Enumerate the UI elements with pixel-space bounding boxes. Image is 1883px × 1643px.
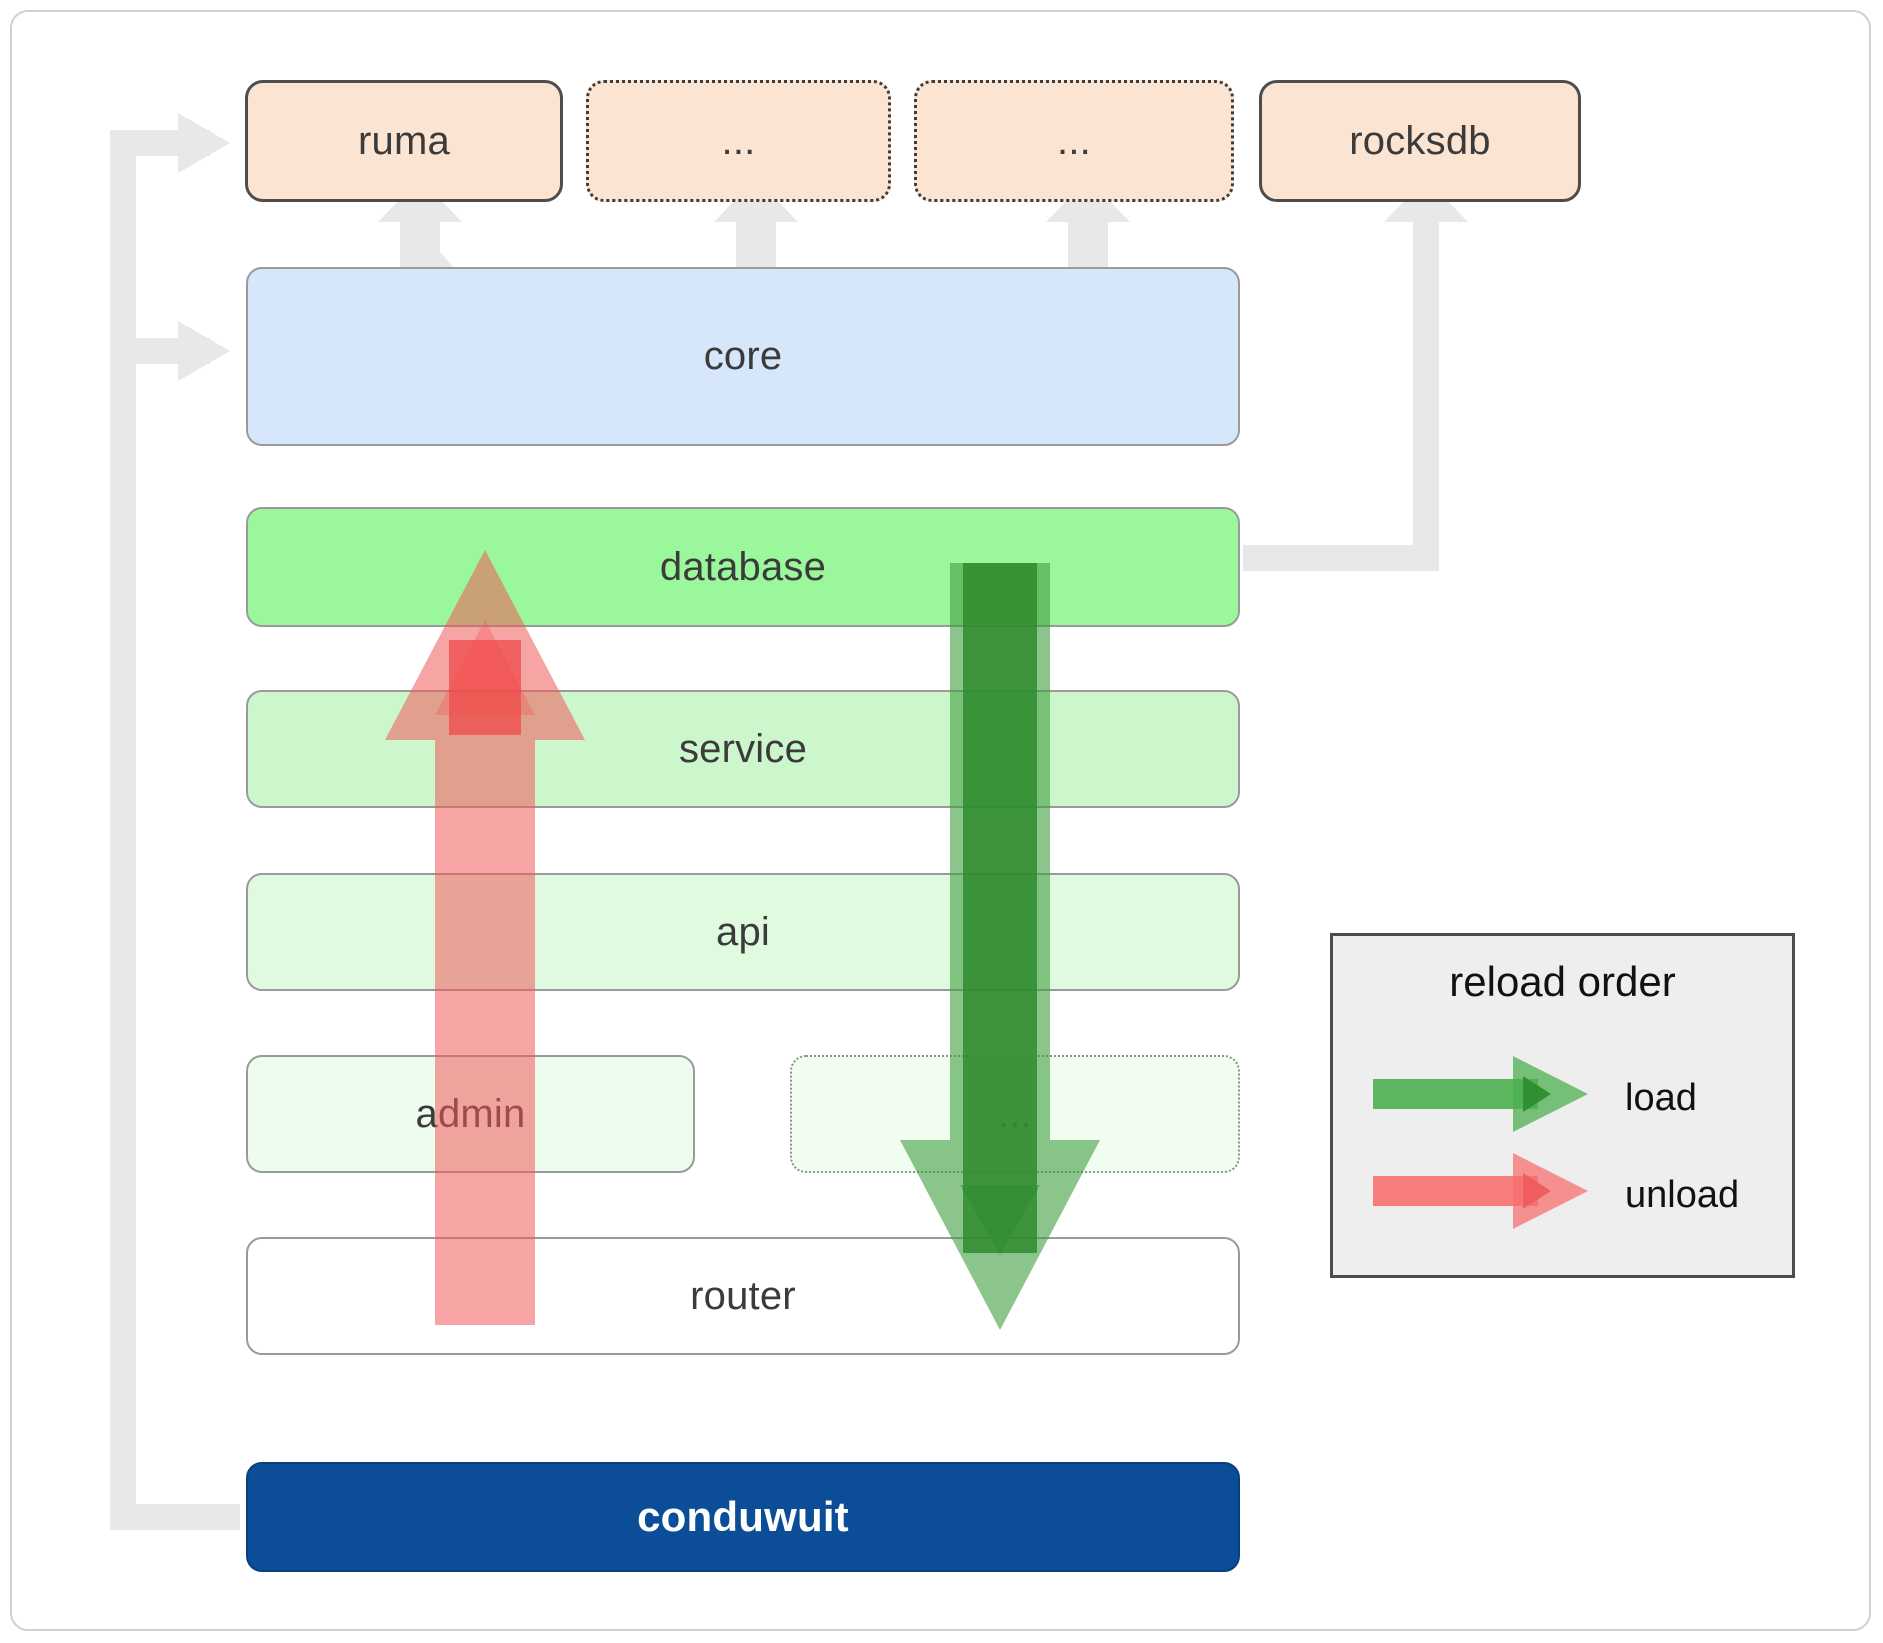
layer-label: core <box>703 334 783 378</box>
layer-label: api <box>716 909 770 954</box>
root-box-conduwuit[interactable]: conduwuit <box>246 1462 1240 1572</box>
layer-label: router <box>690 1273 796 1318</box>
layer-box-core[interactable]: core <box>246 267 1240 446</box>
dependency-label: ... <box>721 118 756 163</box>
layer-box-api[interactable]: api <box>246 873 1240 991</box>
dependency-label: rocksdb <box>1349 118 1491 163</box>
legend-row-unload: unload <box>1333 1151 1792 1241</box>
dependency-label: ... <box>1057 118 1091 163</box>
layer-label: service <box>678 726 808 771</box>
dependency-box-etc-2[interactable]: ... <box>914 80 1234 202</box>
load-arrow-icon <box>1373 1056 1588 1132</box>
conduwuit-to-deps-connector <box>110 113 240 1530</box>
load-arrow <box>900 563 1100 1330</box>
legend-panel: reload order load unload <box>1330 933 1795 1278</box>
unload-arrow-icon <box>1373 1153 1588 1229</box>
legend-row-load: load <box>1333 1054 1792 1144</box>
legend-title: reload order <box>1449 958 1676 1005</box>
unload-arrow <box>385 550 585 1325</box>
layer-box-database[interactable]: database <box>246 507 1240 627</box>
layer-box-router[interactable]: router <box>246 1237 1240 1355</box>
dependency-box-ruma[interactable]: ruma <box>245 80 563 202</box>
dependency-label: ruma <box>358 118 450 163</box>
legend-label-load: load <box>1625 1077 1697 1119</box>
dependency-box-rocksdb[interactable]: rocksdb <box>1259 80 1581 202</box>
layer-label: database <box>659 544 827 589</box>
root-label: conduwuit <box>637 1493 849 1540</box>
legend-label-unload: unload <box>1625 1174 1740 1216</box>
dependency-box-etc-1[interactable]: ... <box>586 80 891 202</box>
